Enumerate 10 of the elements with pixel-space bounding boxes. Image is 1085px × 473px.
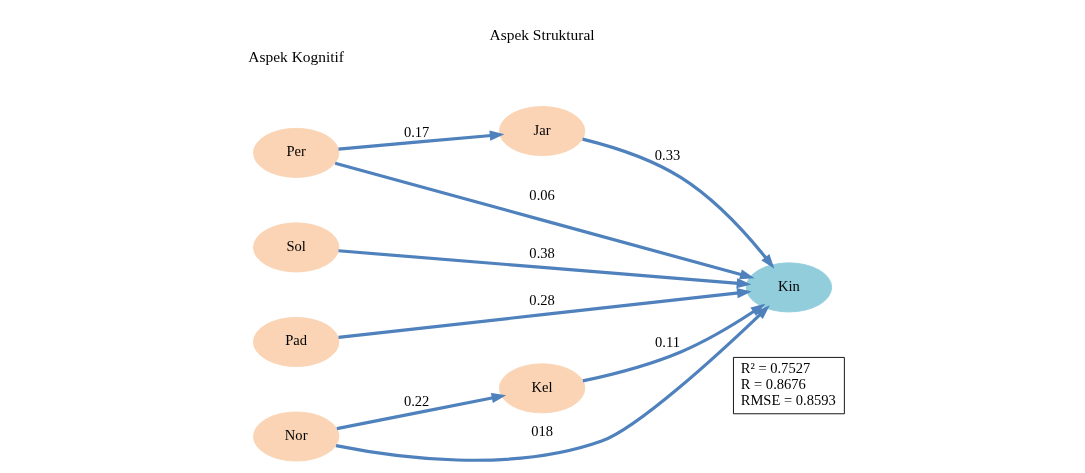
edge-label: 0.11 bbox=[654, 334, 680, 351]
edge-label: 0.06 bbox=[528, 186, 555, 203]
edge-label: 0.33 bbox=[654, 146, 680, 163]
edge-label: 0.22 bbox=[403, 393, 429, 410]
label: Aspek Struktural bbox=[489, 26, 595, 44]
edge-label: 0.38 bbox=[528, 245, 555, 262]
edge-label: 0.17 bbox=[403, 124, 429, 141]
label: Aspek Kognitif bbox=[247, 48, 344, 66]
edge-label: 018 bbox=[530, 423, 553, 440]
edge-label: 0.28 bbox=[528, 291, 555, 308]
